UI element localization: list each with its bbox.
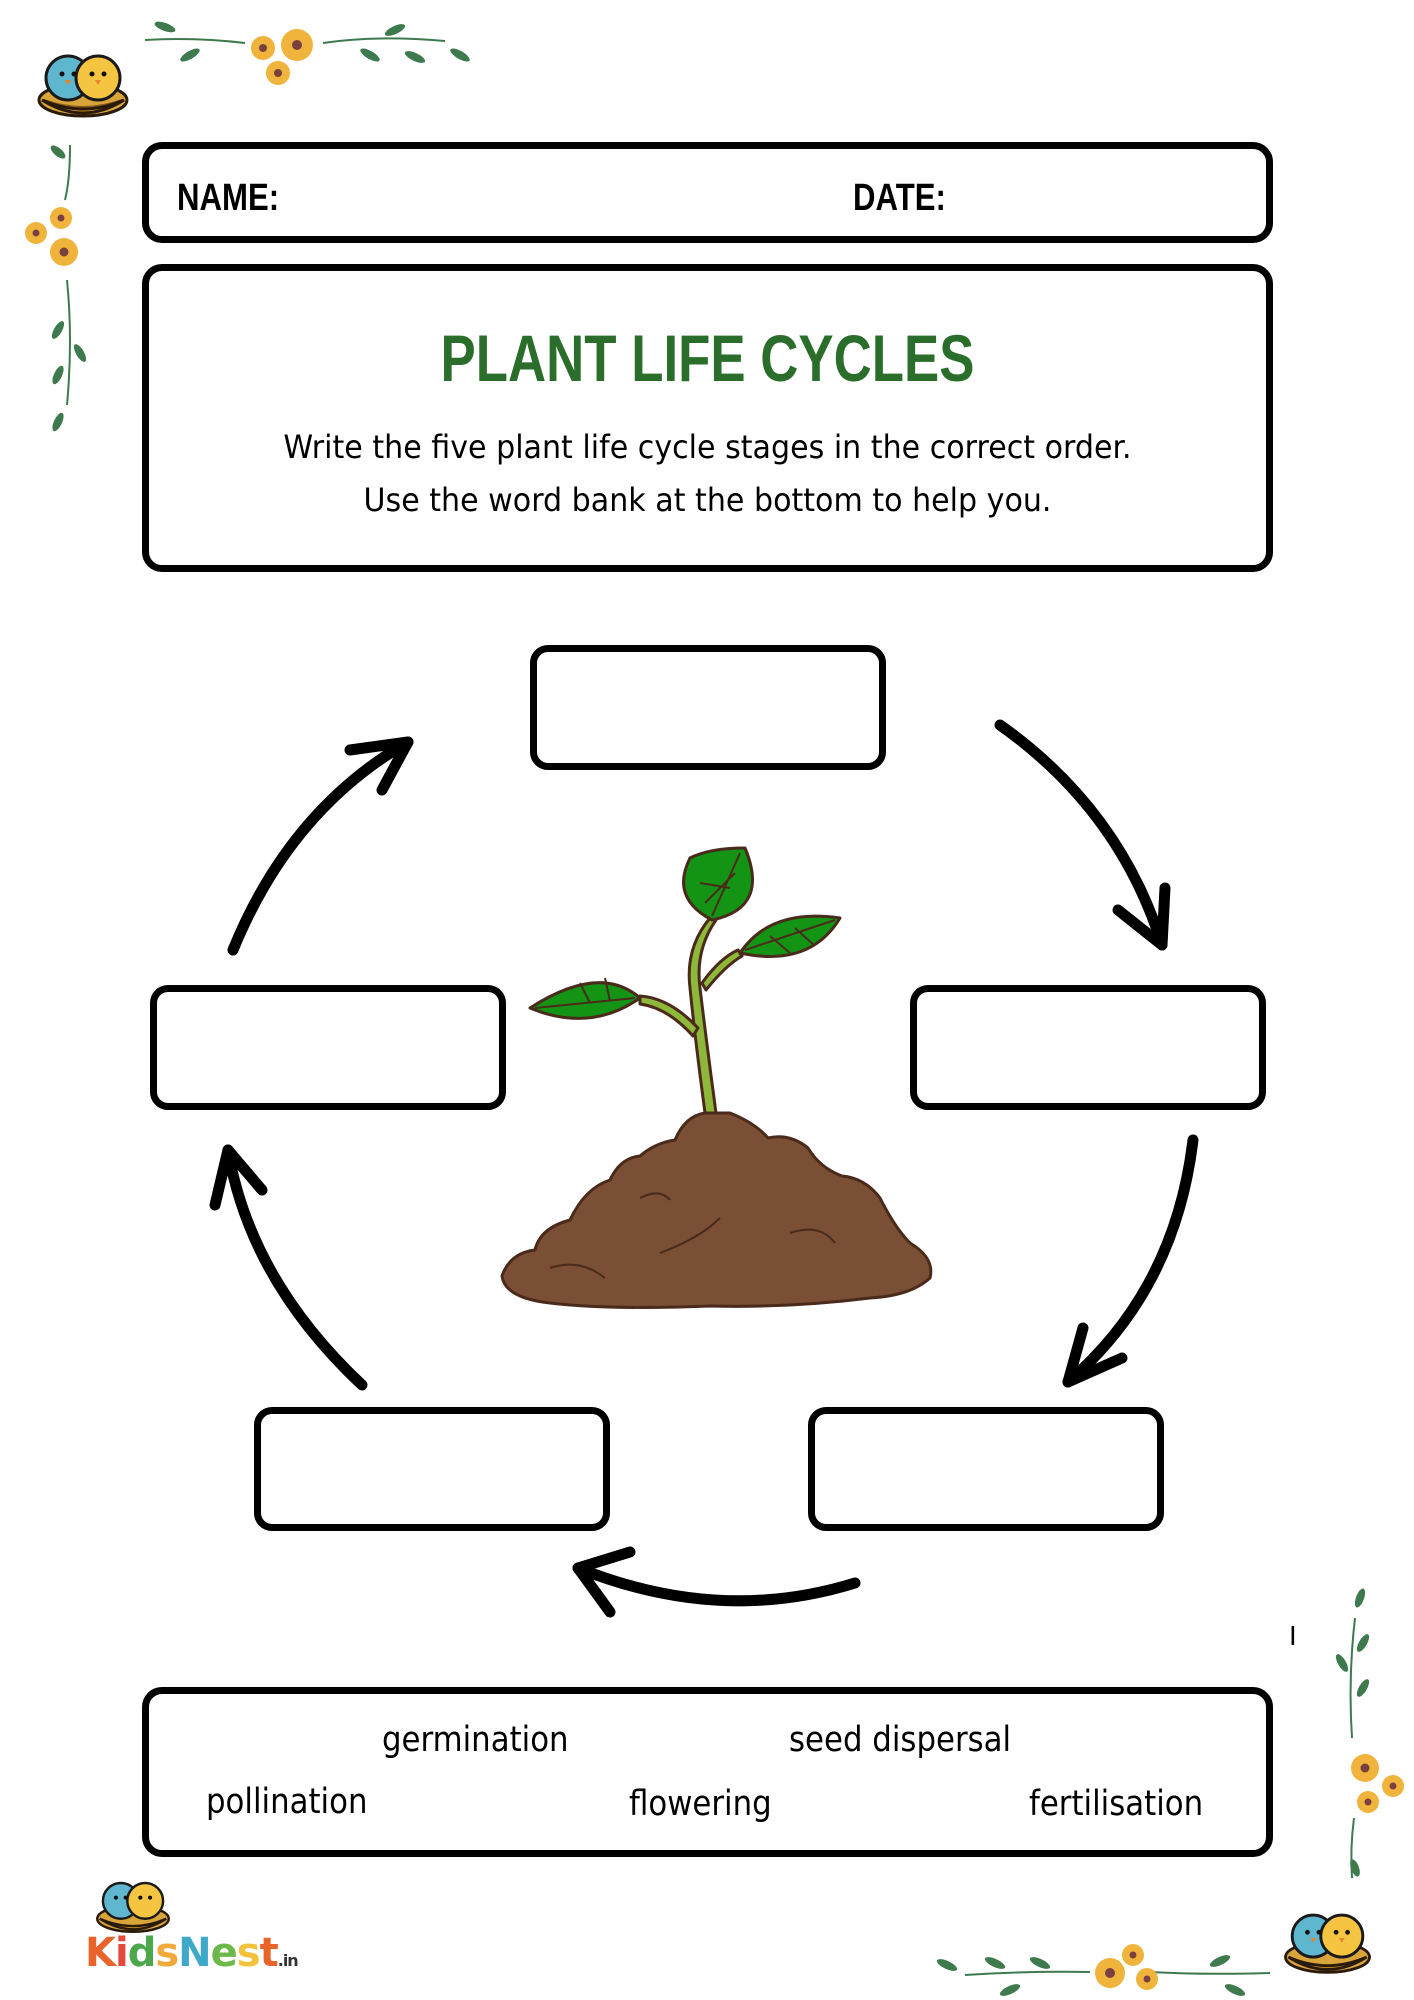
bird-nest-icon xyxy=(1284,1913,1371,1974)
word-bank-item: fertilisation xyxy=(1029,1784,1204,1824)
stage-box-left[interactable] xyxy=(150,985,506,1110)
leaf-left xyxy=(528,981,642,1020)
logo-letter: i xyxy=(115,1930,129,1976)
arrow-left-up-icon xyxy=(209,1144,368,1391)
instruction-line-2: Use the word bank at the bottom to help … xyxy=(363,481,1052,519)
word-bank-item: seed dispersal xyxy=(789,1720,1012,1760)
arrow-top-left-icon xyxy=(227,736,414,956)
word-bank-item: flowering xyxy=(629,1784,772,1824)
logo-letter: s xyxy=(236,1930,261,1976)
top-vine-decoration xyxy=(144,21,470,85)
word-bank-box: germination seed dispersal pollination f… xyxy=(142,1687,1273,1857)
stray-mark: I xyxy=(1289,1622,1297,1652)
left-vine-decoration xyxy=(25,144,87,432)
stem xyxy=(687,916,718,1115)
leaf-right xyxy=(738,914,842,958)
logo-letter: e xyxy=(210,1930,238,1976)
arrow-right-down-icon xyxy=(1062,1134,1199,1388)
arrow-top-right-icon xyxy=(994,719,1171,951)
stage-box-right[interactable] xyxy=(910,985,1266,1110)
page-title: PLANT LIFE CYCLES xyxy=(440,321,975,395)
stage-box-bottom-left[interactable] xyxy=(254,1407,610,1531)
bird-nest-icon xyxy=(96,1881,170,1933)
bird-nest-icon xyxy=(37,54,129,118)
logo-suffix: .in xyxy=(277,1951,299,1970)
arrow-bottom-icon xyxy=(572,1546,861,1618)
flower-icon xyxy=(251,29,313,85)
logo-letter: K xyxy=(85,1930,116,1976)
logo-letter: t xyxy=(259,1930,279,1976)
name-date-box: NAME: DATE: xyxy=(142,142,1273,243)
logo-letter: s xyxy=(155,1930,179,1976)
bottom-vine-decoration xyxy=(936,1944,1271,1996)
stage-box-top[interactable] xyxy=(530,645,886,770)
name-label: NAME: xyxy=(177,177,280,219)
soil-mound xyxy=(500,1111,933,1309)
leaf-top xyxy=(682,846,754,922)
stage-box-bottom-right[interactable] xyxy=(808,1407,1164,1531)
logo-letter: d xyxy=(127,1930,157,1976)
instruction-line-1: Write the five plant life cycle stages i… xyxy=(283,428,1132,466)
logo-text: KidsNest.in xyxy=(85,1930,299,1976)
right-vine-decoration xyxy=(1335,1588,1404,1879)
word-bank-item: germination xyxy=(382,1720,569,1760)
title-box: PLANT LIFE CYCLES Write the five plant l… xyxy=(142,264,1273,572)
word-bank-item: pollination xyxy=(206,1782,368,1822)
seedling-illustration xyxy=(500,846,933,1309)
logo-letter: N xyxy=(178,1930,211,1976)
kidsnest-logo: KidsNest.in xyxy=(80,1870,299,1980)
date-label: DATE: xyxy=(853,177,946,219)
